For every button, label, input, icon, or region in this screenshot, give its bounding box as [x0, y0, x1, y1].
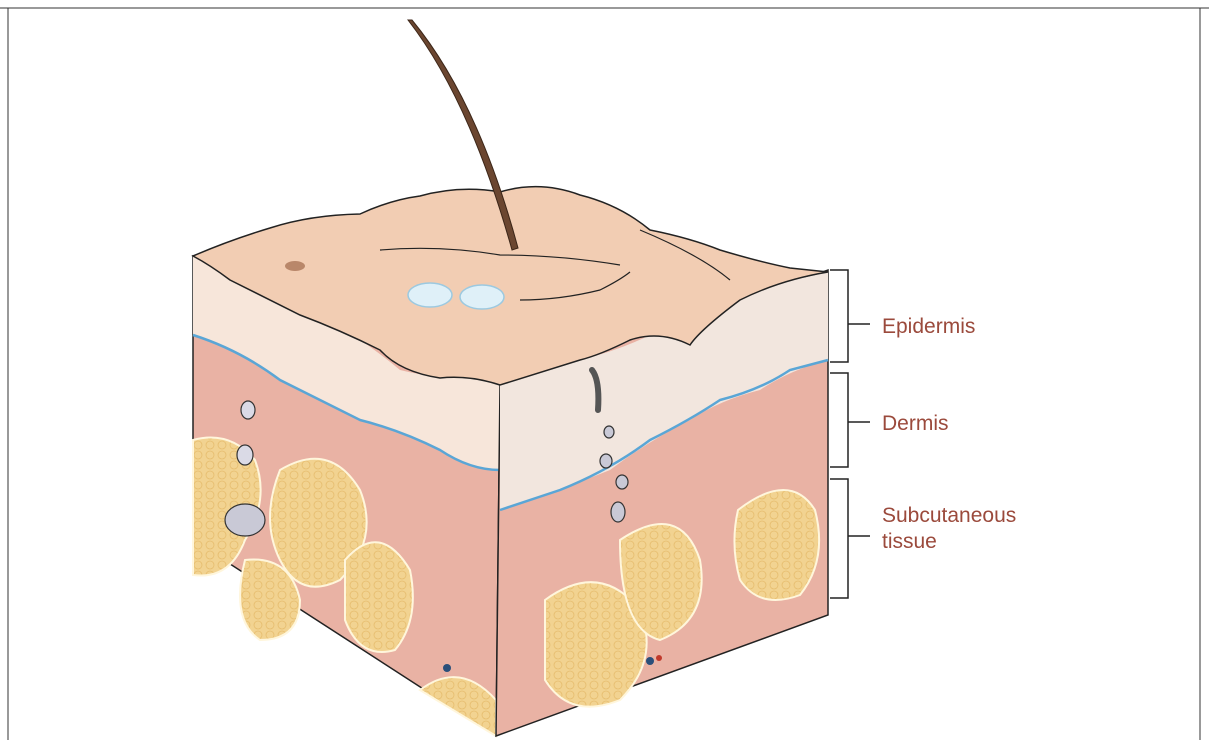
epidermis-label: Epidermis — [882, 314, 975, 340]
bracket-subcutaneous — [830, 479, 870, 598]
dermis-label: Dermis — [882, 411, 949, 437]
bracket-dermis — [830, 373, 870, 467]
subcutaneous-label-line2: tissue — [882, 529, 1016, 555]
bracket-epidermis — [830, 270, 870, 362]
subcutaneous-tissue-label: Subcutaneous tissue — [882, 503, 1016, 555]
subcutaneous-label-line1: Subcutaneous — [882, 503, 1016, 529]
